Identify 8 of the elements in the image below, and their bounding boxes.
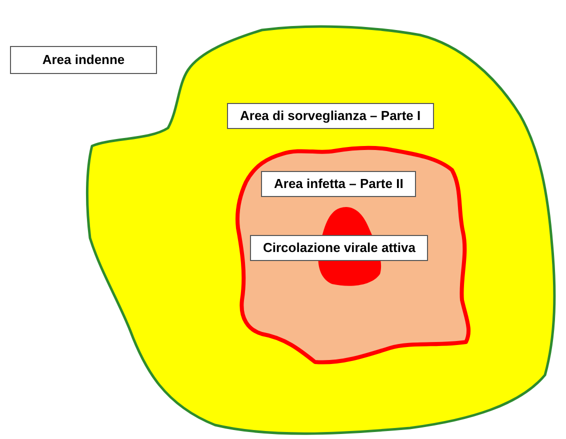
- area-label: Area indenne: [42, 51, 125, 69]
- region-label-box: [227, 103, 434, 129]
- area-label: Area di sorveglianza – Parte I: [240, 107, 421, 125]
- region-label-box: [261, 171, 416, 197]
- area-label: Circolazione virale attiva: [263, 239, 416, 257]
- area-label: Area infetta – Parte II: [274, 175, 404, 193]
- region-label-box: [250, 235, 428, 261]
- area-label-box: [10, 46, 157, 74]
